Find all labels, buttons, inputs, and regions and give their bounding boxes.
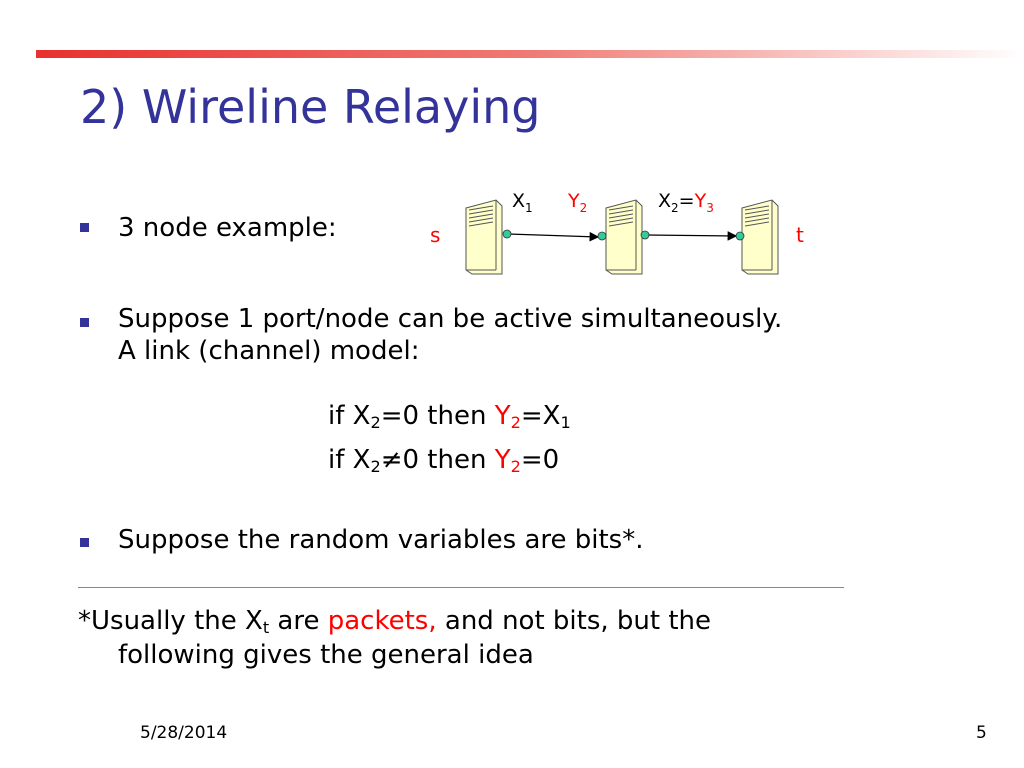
slide-title: 2) Wireline Relaying: [80, 80, 541, 134]
title-accent-line: [36, 50, 1024, 58]
x1-label: X1: [512, 190, 533, 215]
source-label: s: [430, 223, 440, 247]
bullet-marker: [80, 318, 89, 327]
footer-page-number: 5: [976, 723, 987, 743]
port-dot: [502, 229, 512, 239]
bullet-three-node: 3 node example:: [118, 213, 337, 243]
y2-label: Y2: [567, 190, 587, 215]
sink-label: t: [796, 223, 804, 247]
x2-y3-label: X2=Y3: [658, 190, 714, 215]
bullet-port-line2: A link (channel) model:: [118, 336, 420, 366]
port-dot: [735, 231, 745, 241]
server-tower-icon: [741, 199, 779, 275]
link-s-to-relay: [507, 231, 600, 242]
condition-line-2: if X2≠0 then Y2=0: [328, 445, 560, 477]
port-dot: [640, 230, 650, 240]
server-tower-icon: [605, 199, 643, 275]
bullet-port-model: Suppose 1 port/node can be active simult…: [118, 303, 782, 367]
server-tower-icon: [465, 199, 503, 275]
bullet-marker: [80, 538, 89, 547]
port-dot: [597, 231, 607, 241]
footnote-line2: following gives the general idea: [118, 640, 534, 670]
link-relay-to-t: [645, 231, 738, 241]
relay-network-diagram: s t X1 Y2 X2=Y3: [430, 190, 804, 275]
bullet-marker: [80, 223, 89, 232]
bullet-random-bits: Suppose the random variables are bits*.: [118, 525, 644, 555]
footnote-line1: *Usually the Xt are packets, and not bit…: [78, 606, 712, 638]
bullet-port-line1: Suppose 1 port/node can be active simult…: [118, 304, 783, 334]
footnote: *Usually the Xt are packets, and not bit…: [78, 604, 711, 672]
footer-date: 5/28/2014: [140, 723, 228, 743]
footnote-divider: [78, 587, 844, 588]
condition-line-1: if X2=0 then Y2=X1: [328, 401, 571, 433]
